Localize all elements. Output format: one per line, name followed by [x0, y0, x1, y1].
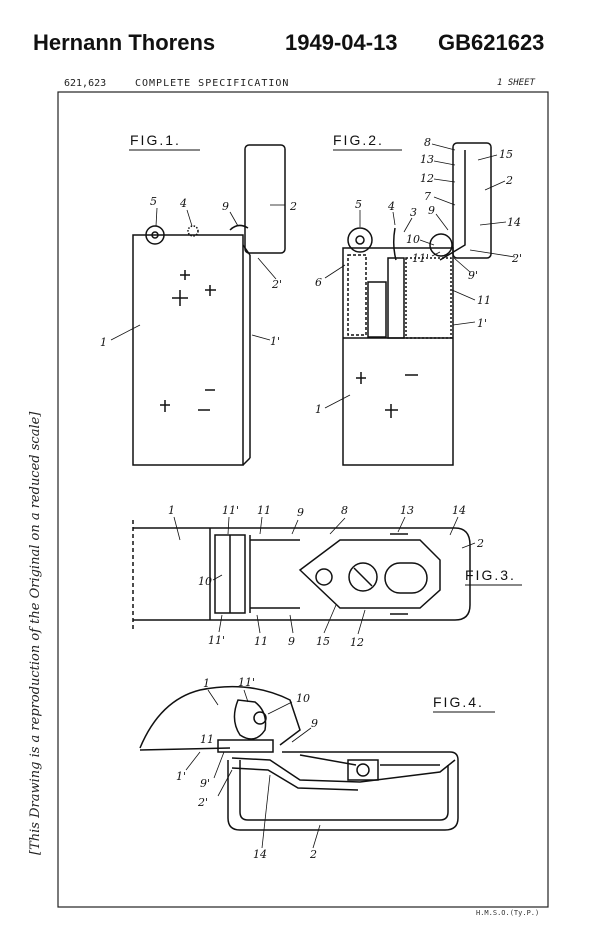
fig2-label-11: 11 [477, 294, 491, 307]
fig3-label-11p: 11' [222, 504, 239, 517]
fig2-label-9p: 9' [468, 269, 478, 282]
fig3-label-12: 12 [350, 636, 364, 649]
fig4-label-10: 10 [296, 692, 310, 705]
fig2-label-15: 15 [499, 148, 513, 161]
fig3-label-2: 2 [476, 537, 484, 550]
fig4-title: FIG.4. [433, 694, 484, 710]
fig3-label-8: 8 [341, 504, 348, 517]
fig3-label-11p-b: 11' [208, 634, 225, 647]
fig2-label-13: 13 [420, 153, 434, 166]
fig1-label-2p: 2' [271, 278, 282, 291]
fig2-label-3: 3 [410, 206, 417, 219]
fig4-label-14: 14 [253, 848, 267, 861]
fig3-label-1: 1 [168, 504, 175, 517]
fig2-label-2: 2 [505, 174, 513, 187]
fig2-label-10: 10 [406, 233, 420, 246]
fig2-label-8: 8 [424, 136, 431, 149]
fig2-label-1p: 1' [477, 317, 487, 330]
fig2-title: FIG.2. [333, 132, 384, 148]
fig2-label-5: 5 [355, 198, 362, 211]
fig2-label-7: 7 [424, 190, 431, 203]
fig1-label-5: 5 [150, 195, 157, 208]
fig3-label-11: 11 [257, 504, 271, 517]
fig1-label-1p: 1' [270, 335, 280, 348]
fig4-label-2: 2 [309, 848, 317, 861]
fig4-label-2p: 2' [197, 796, 208, 809]
fig4-label-9p: 9' [200, 777, 210, 790]
fig1-label-4: 4 [179, 197, 187, 210]
fig1-labels: 5 4 9 2 2' 1 1' [100, 195, 297, 349]
fig4-label-9: 9 [311, 717, 318, 730]
fig2-label-4: 4 [387, 200, 395, 213]
fig3-label-14: 14 [452, 504, 466, 517]
fig1-label-9: 9 [222, 200, 229, 213]
fig1-drawing [133, 145, 285, 465]
fig4-label-11p: 11' [238, 676, 255, 689]
fig2-label-14: 14 [507, 216, 521, 229]
fig2-label-1: 1 [315, 403, 322, 416]
fig3-drawing [133, 520, 470, 630]
fig1-label-1: 1 [100, 336, 107, 349]
fig1-label-2: 2 [289, 200, 297, 213]
fig3-title: FIG.3. [465, 567, 516, 583]
fig3-label-9: 9 [297, 506, 304, 519]
fig3-label-9-b: 9 [288, 635, 295, 648]
fig2-label-2p: 2' [511, 252, 522, 265]
fig2-label-9: 9 [428, 204, 435, 217]
fig3-label-11-b: 11 [254, 635, 268, 648]
sheet-border [58, 92, 548, 907]
fig4-label-1p: 1' [176, 770, 186, 783]
fig3-label-15: 15 [316, 635, 330, 648]
fig3-label-10: 10 [198, 575, 212, 588]
fig4-drawing [140, 687, 458, 830]
fig3-label-13: 13 [400, 504, 414, 517]
fig2-label-11p: 11' [412, 252, 429, 265]
fig1-title: FIG.1. [130, 132, 181, 148]
fig2-label-6: 6 [315, 276, 322, 289]
fig4-label-1: 1 [203, 677, 210, 690]
fig2-drawing [343, 143, 491, 465]
fig2-label-12: 12 [420, 172, 434, 185]
fig1-leaders [111, 205, 285, 340]
fig4-label-11: 11 [200, 733, 214, 746]
